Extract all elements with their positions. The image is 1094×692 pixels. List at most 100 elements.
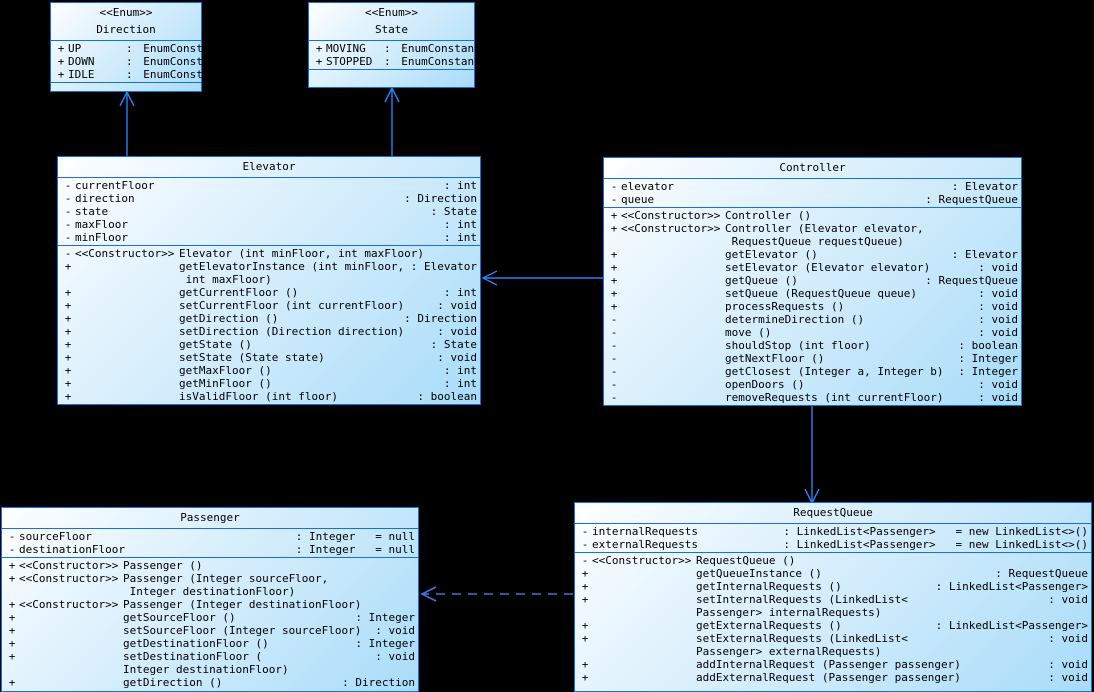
operation-name: getElevatorInstance (int minFloor, [179,260,405,273]
class-box-state[interactable]: <<Enum>> State +MOVING: EnumConstant+STO… [308,2,481,88]
class-box-controller[interactable]: Controller -elevator: Elevator-queue: Re… [603,157,1022,406]
operations-direction [51,82,201,101]
visibility-marker [578,606,592,619]
operation-stereotype [75,351,179,364]
class-name-state: State [374,23,409,36]
operation-type [1014,209,1018,222]
operation-type [473,247,477,260]
operation-row: int maxFloor) [58,273,480,286]
attribute-type: EnumConstant [136,42,223,55]
attribute-row: -maxFloor: int [58,218,480,231]
operation-type: : void [1048,593,1088,606]
operation-name: getQueueInstance () [696,567,822,580]
operation-row: +addInternalRequest (Passenger passenger… [575,658,1091,671]
visibility-marker: - [8,530,16,543]
class-box-direction[interactable]: <<Enum>> Direction +UP: EnumConstant+DOW… [50,2,223,92]
operation-stereotype [621,274,725,287]
attributes-direction: +UP: EnumConstant+DOWN: EnumConstant+IDL… [51,40,223,82]
operation-row: +<<Constructor>>Passenger () [2,559,418,572]
operation-row: +setElevator (Elevator elevator): void [604,261,1021,274]
attribute-row: +MOVING: EnumConstant [309,42,481,55]
attribute-row: -queue: RequestQueue [604,193,1021,206]
operation-stereotype: <<Constructor>> [75,247,175,260]
operation-row: +getCurrentFloor (): int [58,286,480,299]
operation-type [411,559,415,572]
operation-type [1084,554,1088,567]
visibility-marker: + [610,287,618,300]
class-box-requestqueue[interactable]: RequestQueue -internalRequests: LinkedLi… [574,502,1092,692]
operation-type: : Elevator [410,260,477,273]
attribute-separator: : [126,68,133,81]
operation-type: : RequestQueue [925,274,1018,287]
operation-name: getNextFloor () [725,352,825,365]
operation-row: +<<Constructor>>Controller () [604,209,1021,222]
visibility-marker: + [64,312,72,325]
attribute-type: : LinkedList<Passenger> = new LinkedList… [783,525,1088,538]
visibility-marker: - [64,205,72,218]
visibility-marker: + [64,351,72,364]
visibility-marker: - [581,538,589,551]
operation-row: +setDirection (Direction direction): voi… [58,325,480,338]
attribute-row: -externalRequests: LinkedList<Passenger>… [575,538,1091,551]
visibility-marker: + [610,248,618,261]
operation-name: setExternalRequests (LinkedList< [696,632,908,645]
operation-name: setInternalRequests (LinkedList< [696,593,908,606]
operation-type: : void [437,299,477,312]
operation-type: : void [437,325,477,338]
class-box-elevator[interactable]: Elevator -currentFloor: int-direction: D… [57,156,481,405]
attribute-row: +IDLE: EnumConstant [51,68,223,81]
operation-row: -shouldStop (int floor): boolean [604,339,1021,352]
attribute-row: +STOPPED: EnumConstant [309,55,481,68]
operation-row: +getMinFloor (): int [58,377,480,390]
operation-stereotype: <<Constructor>> [19,572,119,585]
operation-type: : LinkedList<Passenger> [935,580,1088,593]
attribute-name: direction [75,192,135,205]
operation-stereotype: <<Constructor>> [19,598,119,611]
operation-stereotype [621,261,725,274]
operation-row: +<<Constructor>>Controller (Elevator ele… [604,222,1021,235]
operation-type [473,273,477,286]
operation-stereotype [75,377,179,390]
visibility-marker: - [8,543,16,556]
visibility-marker: + [64,325,72,338]
operation-row: +getDirection (): Direction [2,676,418,689]
operation-name: Controller () [725,209,812,222]
operation-name: setSourceFloor (Integer sourceFloor) [123,624,362,637]
operation-type: : void [978,391,1018,404]
attribute-type: : State [430,205,477,218]
attribute-type: : int [443,231,477,244]
operation-type: : Integer [355,637,415,650]
operation-name: setState (State state) [179,351,325,364]
operation-type: : boolean [958,339,1018,352]
operation-row: -move (): void [604,326,1021,339]
operation-stereotype [75,390,179,403]
attributes-passenger: -sourceFloor : Integer = null-destinatio… [2,528,418,557]
attribute-type: EnumConstant [394,42,481,55]
operation-stereotype [592,606,696,619]
operation-name: setQueue (RequestQueue queue) [725,287,918,300]
class-box-passenger[interactable]: Passenger -sourceFloor : Integer = null-… [1,507,419,692]
attribute-name: STOPPED [326,55,373,68]
operation-type: : void [978,300,1018,313]
operation-type: : State [430,338,477,351]
operation-type: : void [437,351,477,364]
operation-row: Passenger> internalRequests) [575,606,1091,619]
visibility-marker: - [610,365,618,378]
operation-name: getExternalRequests () [696,619,842,632]
attribute-type: : Elevator [951,180,1018,193]
operation-stereotype: <<Constructor>> [621,209,721,222]
operation-stereotype [621,352,725,365]
operation-name: Passenger (Integer sourceFloor, [123,572,329,585]
attribute-type: EnumConstant [136,55,223,68]
visibility-marker: + [64,299,72,312]
attribute-type: : Integer = null [295,543,415,556]
operation-row: +setQueue (RequestQueue queue): void [604,287,1021,300]
link-elevator-to-direction [119,90,135,157]
operation-stereotype [75,338,179,351]
visibility-marker: + [57,68,65,81]
operation-row: +addExternalRequest (Passenger passenger… [575,671,1091,684]
operation-stereotype [75,364,179,377]
operation-row: +getExternalRequests (): LinkedList<Pass… [575,619,1091,632]
operation-row: -getClosest (Integer a, Integer b): Inte… [604,365,1021,378]
operation-type: : void [978,261,1018,274]
